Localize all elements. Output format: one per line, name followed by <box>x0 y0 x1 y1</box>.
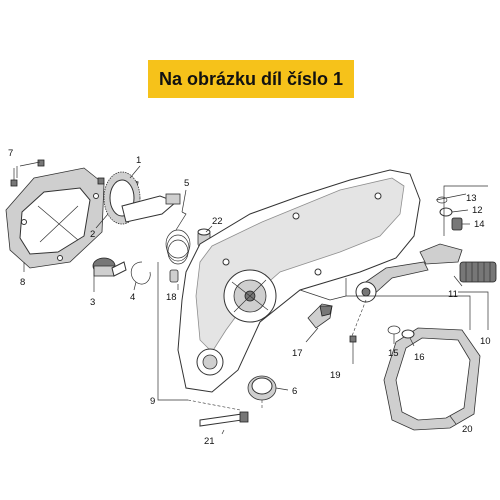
callout-22: 22 <box>212 216 223 227</box>
part-3-small-gear <box>92 257 127 277</box>
banner-text: Na obrázku díl číslo 1 <box>158 68 344 89</box>
callout-6: 6 <box>292 386 297 397</box>
crankcase-cover <box>177 169 421 393</box>
callout-1: 1 <box>136 155 141 166</box>
callout-3: 3 <box>90 297 95 308</box>
part-1-kickstart-gear <box>103 171 181 225</box>
callout-18: 18 <box>166 292 177 303</box>
callout-14: 14 <box>474 219 485 230</box>
part-6-cap <box>247 375 277 401</box>
callout-16: 16 <box>414 352 425 363</box>
part-10-kick-lever <box>355 243 463 303</box>
part-15-oring <box>387 325 401 335</box>
part-11-grip <box>459 261 497 283</box>
part-20-gasket <box>383 327 481 431</box>
part-16-washer <box>401 329 415 339</box>
callout-5: 5 <box>184 178 189 189</box>
callout-13: 13 <box>466 193 477 204</box>
callout-10: 10 <box>480 336 491 347</box>
part-7-screws <box>10 159 105 187</box>
callout-15: 15 <box>388 348 399 359</box>
callout-11: 11 <box>448 289 458 300</box>
part-4-circlip <box>130 261 151 285</box>
callout-4: 4 <box>130 292 135 303</box>
part-14-spring <box>451 217 463 231</box>
callout-9: 9 <box>150 396 155 407</box>
callout-labels: 1 2 3 4 5 6 7 8 9 10 11 12 13 14 15 16 1… <box>8 148 491 447</box>
callout-7: 7 <box>8 148 13 159</box>
callout-20: 20 <box>462 424 473 435</box>
part-21-bolt <box>199 411 249 427</box>
callout-2: 2 <box>90 229 95 240</box>
part-5-spring <box>165 211 191 265</box>
callout-8: 8 <box>20 277 25 288</box>
part-19-bolt <box>349 335 357 354</box>
part-12-washer <box>439 207 453 217</box>
callout-21: 21 <box>204 436 215 447</box>
leader-lines <box>16 165 489 435</box>
callout-19: 19 <box>330 370 341 381</box>
part-17-bracket <box>307 303 333 329</box>
callout-12: 12 <box>472 205 483 216</box>
part-18-dowel <box>169 269 179 283</box>
callout-17: 17 <box>292 348 303 359</box>
highlight-banner: Na obrázku díl číslo 1 <box>148 60 354 98</box>
part-8-gasket-plate <box>5 167 105 269</box>
